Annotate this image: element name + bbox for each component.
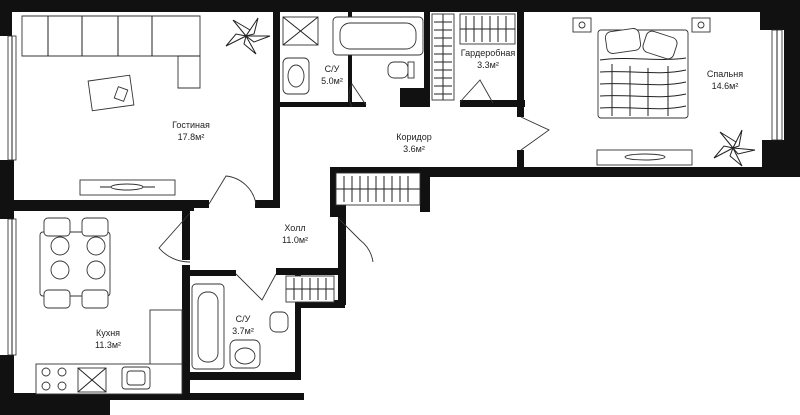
- room-name: Гостиная: [172, 120, 210, 130]
- wardrobe-racks: [431, 13, 516, 101]
- room-label-bedroom: Спальня 14.6м²: [707, 68, 743, 92]
- room-area: 11.0м²: [281, 235, 309, 245]
- room-label-bathroom-2: С/У 3.7м²: [232, 313, 254, 337]
- bathroom-2-fixtures: [191, 283, 289, 370]
- windows: [7, 29, 783, 356]
- room-name: Гардеробная: [460, 48, 516, 58]
- room-name: Спальня: [706, 69, 744, 79]
- room-name: Холл: [284, 223, 306, 233]
- bedroom-furniture: [572, 17, 756, 167]
- living-room-furniture: [21, 15, 271, 196]
- bathroom-1-fixtures: [282, 16, 424, 95]
- doors: [158, 79, 550, 301]
- room-label-hall: Холл 11.0м²: [282, 222, 308, 246]
- room-label-bathroom-1: С/У 5.0м²: [321, 63, 343, 87]
- plant-icon: [713, 129, 756, 167]
- room-name: Кухня: [95, 328, 121, 338]
- room-area: 11.3м²: [94, 340, 122, 350]
- room-name: Коридор: [396, 132, 432, 142]
- room-label-wardrobe: Гардеробная 3.3м²: [461, 47, 515, 71]
- room-area: 3.6м²: [403, 144, 425, 154]
- room-name: С/У: [324, 64, 340, 74]
- plant-icon: [225, 17, 271, 55]
- hall-storage: [285, 172, 421, 303]
- room-name: С/У: [235, 314, 251, 324]
- room-label-kitchen: Кухня 11.3м²: [95, 327, 121, 351]
- room-area: 5.0м²: [321, 76, 343, 86]
- room-label-living: Гостиная 17.8м²: [172, 119, 210, 143]
- room-area: 3.3м²: [477, 60, 499, 70]
- room-label-corridor: Коридор 3.6м²: [396, 131, 432, 155]
- room-area: 14.6м²: [711, 81, 739, 91]
- kitchen-furniture: [35, 217, 183, 395]
- room-area: 3.7м²: [232, 326, 254, 336]
- room-area: 17.8м²: [177, 132, 205, 142]
